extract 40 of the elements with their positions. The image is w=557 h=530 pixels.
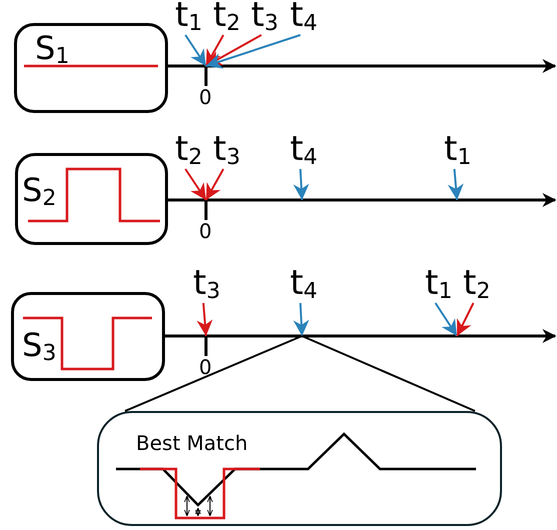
tick-label: 0 — [199, 221, 212, 241]
arrow — [206, 34, 301, 69]
arrow — [184, 168, 207, 201]
arrow — [434, 302, 458, 337]
zoom-box — [97, 411, 502, 526]
arrow — [448, 168, 464, 200]
tick-label: 0 — [199, 87, 212, 107]
time-label: t$_{1}$ — [444, 134, 472, 169]
time-label: t$_{1}$ — [425, 268, 452, 303]
arrow — [196, 302, 213, 336]
shapelet-box — [15, 153, 168, 245]
time-label: t$_{1}$ — [175, 0, 202, 35]
shapelet-box — [14, 23, 168, 113]
shapelet-label: S$_{1}$ — [35, 32, 70, 64]
shapelet-box — [11, 292, 165, 381]
arrow — [293, 302, 310, 336]
zoom-line — [124, 335, 302, 412]
time-label: t$_{3}$ — [213, 134, 240, 169]
arrow — [205, 34, 224, 66]
time-label: t$_{4}$ — [290, 0, 318, 35]
time-label: t$_{3}$ — [251, 0, 278, 35]
timeline-axis — [168, 59, 556, 86]
arrow — [206, 34, 262, 67]
zoom-line — [302, 335, 476, 412]
arrow — [184, 34, 207, 67]
time-label: t$_{3}$ — [193, 268, 220, 303]
shapelet-label: S$_{2}$ — [22, 174, 56, 206]
arrow — [293, 168, 310, 200]
time-label: t$_{4}$ — [290, 134, 318, 169]
arrow — [456, 302, 474, 336]
shapelet-label: S$_{3}$ — [22, 329, 56, 361]
time-label: t$_{2}$ — [175, 134, 202, 169]
timeline-axis — [168, 193, 556, 220]
time-label: t$_{2}$ — [463, 268, 490, 303]
arrow — [205, 168, 224, 200]
timeline-axis — [165, 329, 556, 356]
box-title: Best Match — [136, 433, 248, 453]
tick-label: 0 — [199, 357, 212, 377]
time-label: t$_{4}$ — [290, 268, 318, 303]
time-label: t$_{2}$ — [213, 0, 240, 35]
